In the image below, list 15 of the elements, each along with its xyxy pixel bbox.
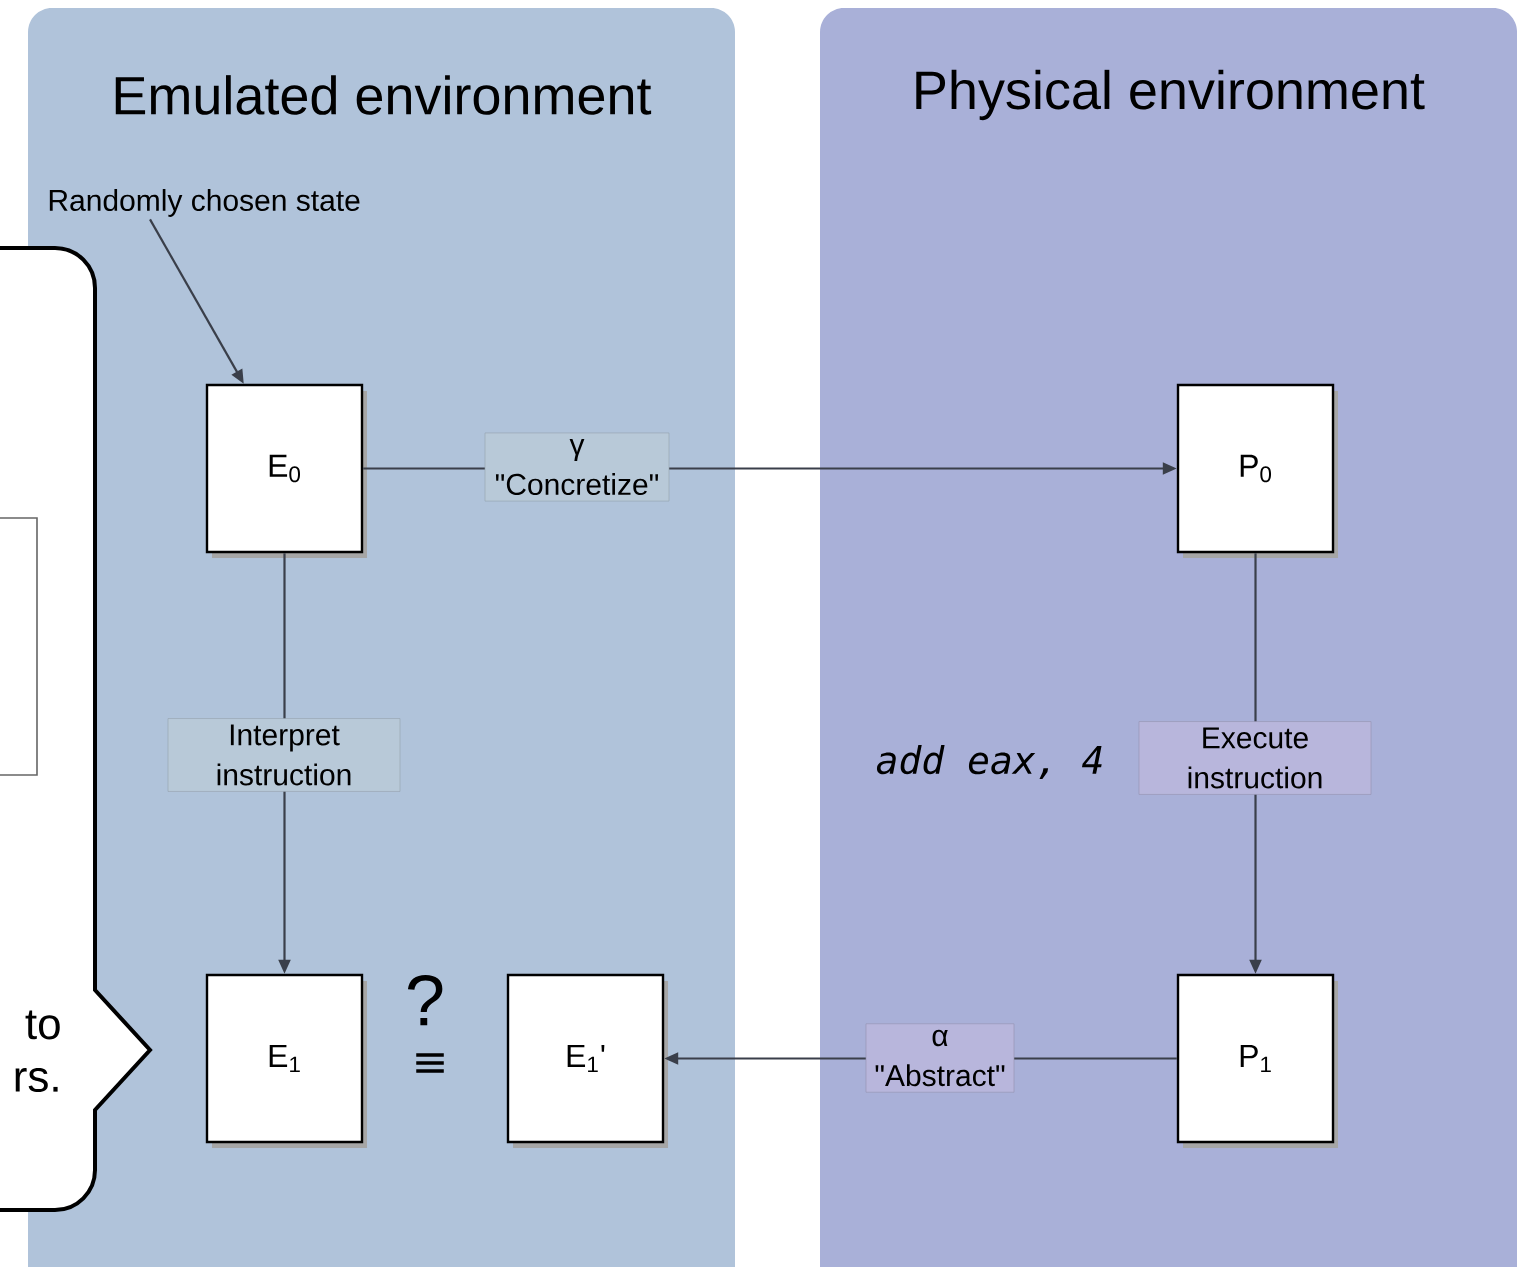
state-box: P$_{0}$: [1176, 383, 1338, 558]
edge-label: α "Abstract": [865, 1023, 1015, 1093]
state-box: E$_{0}$: [205, 383, 367, 558]
edge-label: Execute instruction: [1138, 721, 1372, 795]
state-box: E$_{1}$: [205, 973, 367, 1148]
empty-box: [0, 517, 38, 776]
instruction-text: add eax, 4: [876, 744, 1102, 780]
state-box: E$_{1}$': [506, 973, 668, 1148]
callout-bubble: to rs.: [0, 246, 152, 1212]
edge-label: Interpret instruction: [167, 718, 401, 792]
state-box: P$_{1}$: [1176, 973, 1338, 1148]
edge-label: γ "Concretize": [484, 432, 670, 502]
annotation-text: Randomly chosen state: [49, 189, 360, 217]
equivalence-symbol: ≡: [416, 1053, 444, 1073]
question-mark: ?: [407, 974, 443, 1026]
